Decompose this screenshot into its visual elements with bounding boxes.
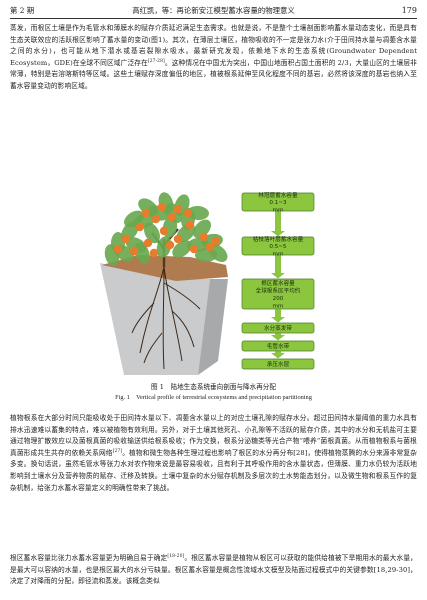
flower [151,214,161,224]
flower [157,202,167,212]
flower [143,238,153,248]
issue-number: 第 2 期 [10,6,35,15]
stage-box [241,340,315,352]
paragraph-1-text: 蒸发，而根区土壤是作为毛管水和薄膜水的赋存介质延迟满足生态需求。也就是说，不是整… [10,24,417,67]
stage-label: 承压水层 [267,360,290,368]
running-header: 第 2 期 高红凯，等：再论新安江模型蓄水容量的物理意义 179 [10,4,417,19]
stage-box [241,192,315,212]
stage-label: 毛管水带 [267,342,290,350]
leaf [172,240,192,258]
flower [113,244,123,254]
flow-arrow-head [271,231,285,237]
flower [173,234,183,244]
stage-label-line: 林冠层蓄水容量 [258,191,298,199]
stage-label-line: 200 [273,296,284,302]
stage-label: 水分蒸发带 [264,324,292,332]
soil-surface [102,255,228,281]
flow-arrow-head [271,273,285,279]
flow-arrow-head [271,335,285,341]
plant-roots [131,266,201,370]
stage-label-line: 枯枝落叶层蓄水容量 [253,235,304,243]
stage-label-line: 毛管水带 [267,342,290,350]
leaf [144,222,160,244]
flow-arrow-head [271,317,285,323]
leaf [187,205,209,221]
flower [173,204,183,214]
running-title: 高红凯，等：再论新安江模型蓄水容量的物理意义 [132,6,295,15]
pot-right-face [174,279,228,375]
stage-label-line: 根区蓄水容量 [261,279,295,287]
stage-label-line: mm [273,303,284,309]
paragraph-3: 根区蓄水容量比张力水蓄水容量更为明确且易于确定[18-20]。根区蓄水容量是植物… [10,553,417,588]
paragraph-2-tail: 。植物和微生物各种生理过程也影响了根区的水分再分布[28]，使得植物蒸腾的水分来… [10,448,417,492]
figure-caption-en: Fig. 1 Vertical profile of terrestrial e… [115,394,312,401]
stage-box [241,278,315,310]
flow-arrow-stem [275,351,281,354]
stage-label-line: 0.5~5 [269,244,287,250]
pot-left-face [100,263,210,375]
flower [167,212,177,222]
flower [159,226,169,236]
flow-arrow-head [271,353,285,359]
plant-canopy [104,192,228,267]
stage-box [241,322,315,334]
stage-label-line: 水分蒸发带 [264,324,292,332]
stage-label-line: mm [273,252,284,258]
stage-label-line: 0.1~3 [269,200,287,206]
citation: [18-20] [167,553,185,559]
flow-arrow-stem [275,211,281,232]
paragraph-1: 蒸发，而根区土壤是作为毛管水和薄膜水的赋存介质延迟满足生态需求。也就是说，不是整… [10,23,417,93]
flow-arrow-stem [275,309,281,318]
stage-box [241,236,315,256]
flower [185,220,195,230]
flower [211,236,221,246]
figure-caption-zh: 图 1 陆地生态系统垂向剖面与降水再分配 [151,383,276,391]
leaf [134,242,150,264]
flower [165,240,175,250]
flow-arrow-stem [275,333,281,336]
page-number: 179 [401,6,417,15]
citation: [27] [112,448,123,454]
flower [205,242,215,252]
flower [149,248,159,258]
paragraph-2-text: 植物根系在大部分时间只能吸收处于田间持水量以下、凋萎含水量以上的对应土壤孔隙的赋… [10,414,417,457]
stage-box [241,358,315,370]
paragraph-3-text: 根区蓄水容量比张力水蓄水容量更为明确且易于确定 [10,554,168,562]
flower [183,208,193,218]
stage-label-line: 全球根系区平均约 [256,287,301,295]
flower [135,222,145,232]
stage-label-line: 承压水层 [267,360,290,368]
flower [199,232,209,242]
paragraph-3-tail: 。根区蓄水容量是植物从根区可以获取的能供给植被下旱期用水的最大水量，是最大可以容… [10,554,417,586]
flower [121,234,131,244]
paragraph-1-tail: 。这种情况在中国尤为突出，中国山地面积占国土面积的 2/3，大量山区的土壤层非常… [10,58,417,90]
flower [129,246,139,256]
stage-label-line: mm [273,208,284,214]
flower [189,244,199,254]
paragraph-2: 植物根系在大部分时间只能吸收处于田间持水量以下、凋萎含水量以上的对应土壤孔隙的赋… [10,413,417,494]
citation: [27-28] [147,58,165,64]
flow-arrow-stem [275,255,281,274]
flower [141,208,151,218]
